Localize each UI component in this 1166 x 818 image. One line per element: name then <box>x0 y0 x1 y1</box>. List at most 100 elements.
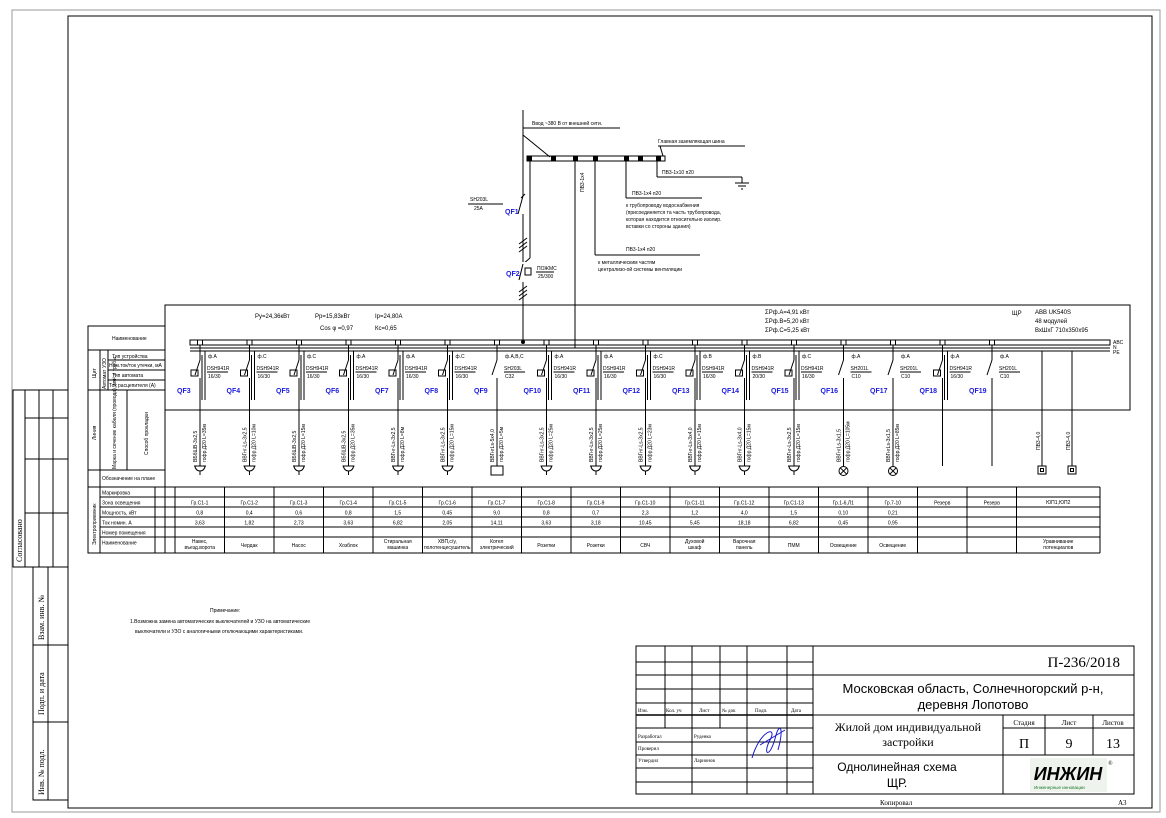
breaker-contact-icon <box>739 359 745 376</box>
inv-label: Инв. № подл. <box>37 749 46 795</box>
breaker-label[interactable]: QF16 <box>821 388 839 395</box>
breaker-label[interactable]: QF19 <box>969 388 987 395</box>
breaker-contact-icon <box>343 359 349 376</box>
phase-label: ф.B <box>703 354 713 360</box>
registered-icon: ® <box>1108 760 1113 767</box>
table-cell-current: 3,18 <box>591 521 601 527</box>
rcd-trip-icon <box>289 369 298 377</box>
supply-label: Ввод ~380 В от внешней сети. <box>532 120 602 127</box>
device-rating: 16/30 <box>258 374 271 380</box>
table-cell-name: панель <box>736 545 753 551</box>
breaker-label[interactable]: QF13 <box>672 388 690 395</box>
breaker-label[interactable]: QF10 <box>524 388 542 395</box>
bus-connection-icon <box>296 339 302 346</box>
breaker-label[interactable]: QF12 <box>623 388 641 395</box>
header-line: Линия <box>92 425 98 440</box>
breaker-label[interactable]: QF18 <box>920 388 938 395</box>
lamp-icon <box>838 466 849 476</box>
address-line: деревня Лопотово <box>918 697 1029 712</box>
bus-label: PE <box>1113 350 1120 356</box>
bus-connection-icon <box>741 339 748 346</box>
cable-route: гофр.Д20 L=15м <box>747 424 753 462</box>
device-type: SH201L <box>900 366 918 372</box>
pipe-note: которая находится относительно изолир. <box>626 217 721 223</box>
cable-route: гофр.Д20 L=35м <box>351 424 357 462</box>
table-cell-group: Гр.С1-2 <box>241 501 259 507</box>
table-cell-power: 0,10 <box>838 511 848 517</box>
table-row-header: Наименование <box>102 541 137 547</box>
pipe-note: вставки со стороны здания) <box>626 224 691 230</box>
breaker-label[interactable]: QF5 <box>276 388 290 395</box>
breaker-label[interactable]: QF11 <box>573 388 590 395</box>
device-type: SH201L <box>851 366 869 372</box>
device-type: DSH941R <box>207 366 230 372</box>
cable-type: ВВГнг-Ls-3х2,5 <box>589 427 595 462</box>
vent-note: централизо-ой системы вентиляции <box>598 266 682 273</box>
breaker-contact-icon <box>590 359 597 376</box>
breaker-label[interactable]: QF8 <box>425 388 439 395</box>
table-cell-current: 5,45 <box>690 521 700 527</box>
socket-icon <box>590 465 602 475</box>
header-breaker: Автомат <box>102 369 108 389</box>
breaker-label[interactable]: QF4 <box>227 388 241 395</box>
socket-icon <box>689 465 701 475</box>
breaker-label[interactable]: QF14 <box>722 388 740 395</box>
rcd-trip-icon <box>784 369 793 377</box>
breaker-label[interactable]: QF9 <box>474 388 488 395</box>
logo-subtitle: Инженерные инновации <box>1034 785 1085 790</box>
rcd-trip-icon <box>240 369 248 377</box>
table-cell-name: Котел <box>490 539 503 545</box>
table-cell-group: ЮП1,ЮП2 <box>1046 500 1070 506</box>
qf2-type: ПОЖМС <box>537 266 557 272</box>
device-type: DSH941R <box>702 366 725 372</box>
qf2-label: QF2 <box>506 271 520 278</box>
cable-route: гофр.Д20 L=15м <box>450 424 456 462</box>
device-type: DSH941R <box>603 366 626 372</box>
phase-label: ф.A,B,C <box>505 354 524 360</box>
cable-type: ВВГнг-Ls-3х2,5 <box>391 427 397 462</box>
device-rating: C10 <box>1000 374 1009 380</box>
header-rcd-type: Тип устройства <box>112 353 148 360</box>
phase-label: ф.A <box>1000 354 1010 360</box>
notes-line: 1.Возможна замена автоматических выключа… <box>130 618 310 625</box>
device-type: DSH941R <box>405 366 428 372</box>
demand-factor: Кс=0,65 <box>375 326 397 332</box>
socket-icon <box>639 465 652 475</box>
table-cell-name: потенциалов <box>1043 545 1073 551</box>
table-row-header: Маркировка <box>102 491 130 497</box>
socket-icon <box>194 465 206 475</box>
header-shield: Щит <box>92 368 98 378</box>
breaker-label[interactable]: QF3 <box>177 388 191 395</box>
device-rating: 16/30 <box>951 374 964 380</box>
input-section: Ввод ~380 В от внешней сети. Главная заз… <box>468 110 749 348</box>
cable-route: гофр.Д20 L=35м <box>202 424 208 462</box>
table-row-header: Зона освещения <box>102 501 141 507</box>
bus-connection-icon <box>246 339 253 346</box>
design-current: Iр=24,80А <box>375 314 403 320</box>
cable-route: гофр.Д20 L=15м <box>301 424 307 462</box>
rcd-trip-icon <box>388 369 397 377</box>
table-cell-power: 2,3 <box>642 511 649 517</box>
table-cell-group: Гр.7-10 <box>884 501 901 507</box>
left-header-table: Наименование Щит УЗО Автомат Тип устройс… <box>87 325 175 554</box>
breaker-label[interactable]: QF15 <box>771 388 789 395</box>
table-cell-power: 0,8 <box>543 511 550 517</box>
breaker-label[interactable]: QF17 <box>870 388 888 395</box>
table-cell-power: 9,0 <box>493 511 500 517</box>
device-type: DSH941R <box>455 366 478 372</box>
phase-label: ф.A <box>951 354 961 360</box>
table-cell-current: 6,82 <box>393 521 403 527</box>
table-cell-name: Чердак <box>241 543 258 549</box>
socket-icon <box>738 465 751 475</box>
breaker-label[interactable]: QF6 <box>326 388 340 395</box>
table-cell-power: 1,2 <box>691 511 698 517</box>
cable-type: ПВ3-4,0 <box>1066 431 1072 450</box>
cable-type: ВВГнг-Ls-3х4,0 <box>738 427 744 462</box>
copied-label: Копировал <box>880 799 913 807</box>
table-cell-group: Гр.С1-12 <box>734 501 754 507</box>
breaker-label[interactable]: QF7 <box>375 388 389 395</box>
